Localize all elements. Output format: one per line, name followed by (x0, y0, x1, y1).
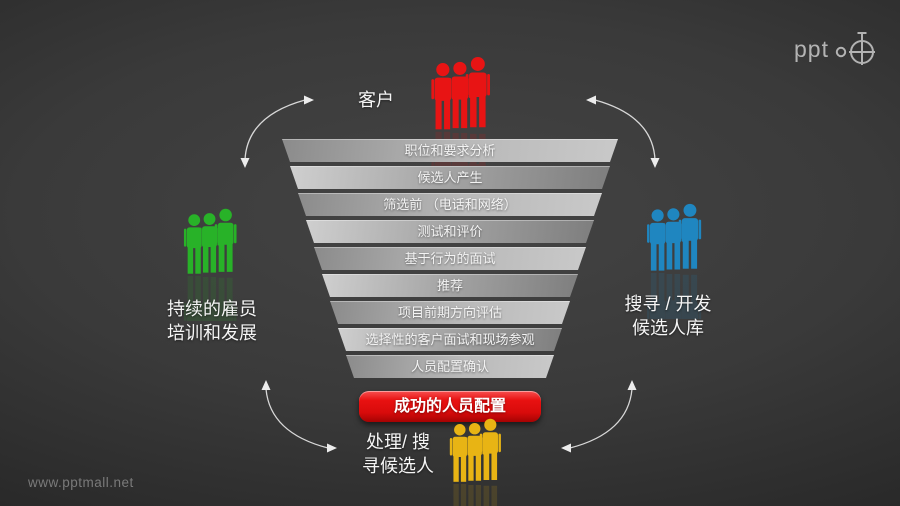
funnel-step: 筛选前 （电话和网络） (298, 193, 602, 216)
funnel-step: 候选人产生 (290, 166, 610, 189)
label-search-develop-pool: 搜寻 / 开发 候选人库 (624, 294, 712, 339)
label-customers-text: 客户 (358, 90, 394, 110)
funnel-step: 基于行为的面试 (314, 247, 586, 270)
people-icon-candidates (446, 417, 514, 506)
funnel-step: 测试和评价 (306, 220, 594, 243)
funnel-step: 选择性的客户面试和现场参观 (338, 328, 562, 351)
result-banner: 成功的人员配置 (359, 391, 541, 422)
label-customers: 客户 (358, 88, 394, 112)
funnel-step: 项目前期方向评估 (330, 301, 570, 324)
curved-arrow-bottom-left (261, 380, 337, 453)
curved-arrow-bottom-right (561, 380, 637, 453)
stopwatch-icon (835, 32, 875, 65)
ppt-logo-text: ppt (794, 35, 829, 62)
recruitment-funnel: 职位和要求分析 候选人产生 筛选前 （电话和网络） 测试和评价 基于行为的面试 … (0, 139, 900, 378)
curved-arrow-top-right (586, 95, 660, 168)
funnel-step: 人员配置确认 (346, 355, 554, 378)
ppt-logo: ppt (794, 28, 878, 70)
label-employee-training: 持续的雇员 培训和发展 (167, 299, 257, 344)
curved-arrow-top-left (240, 95, 314, 168)
watermark: www.pptmall.net (28, 475, 134, 490)
funnel-step: 推荐 (322, 274, 578, 297)
label-process-search-candidates: 处理/ 搜 寻候选人 (362, 432, 434, 477)
funnel-step: 职位和要求分析 (282, 139, 618, 162)
